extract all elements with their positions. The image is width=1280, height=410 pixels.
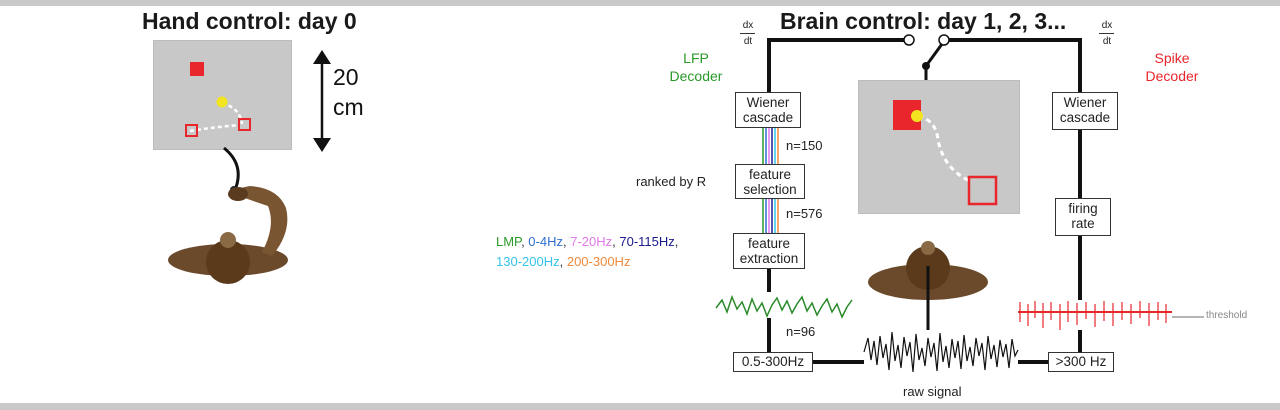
lfp-feature-lines-lower bbox=[762, 198, 779, 234]
feature-extraction-box: feature extraction bbox=[733, 233, 805, 269]
dxdt-right-den: dt bbox=[1102, 36, 1112, 47]
scale-unit: cm bbox=[333, 94, 364, 120]
raw-signal-trace bbox=[863, 331, 1019, 373]
dxdt-right-num: dx bbox=[1101, 20, 1113, 31]
spike-decoder-label-line1: Spike bbox=[1154, 50, 1190, 66]
spike-filter-box: >300 Hz bbox=[1048, 352, 1114, 372]
hand-end-square bbox=[238, 118, 251, 131]
band-7-20hz: 7-20Hz bbox=[570, 234, 613, 249]
spike-wiener-line2: cascade bbox=[1059, 110, 1111, 125]
feature-extraction-line1: feature bbox=[747, 236, 791, 251]
dxdt-right-bar bbox=[1099, 33, 1114, 34]
lfp-decoder-label-line2: Decoder bbox=[669, 68, 723, 84]
scale-value: 20 bbox=[333, 64, 359, 90]
threshold-label: threshold bbox=[1206, 310, 1248, 321]
feature-selection-line2: selection bbox=[743, 182, 797, 197]
feature-selection-line1: feature bbox=[748, 167, 792, 182]
firing-rate-box: firing rate bbox=[1055, 198, 1111, 236]
count-n96: n=96 bbox=[786, 324, 816, 339]
hand-task-screen bbox=[153, 40, 292, 150]
top-border bbox=[0, 0, 1280, 6]
dxdt-left-den: dt bbox=[743, 36, 753, 47]
count-n576: n=576 bbox=[786, 206, 823, 221]
scale-arrow-top bbox=[313, 50, 331, 64]
lfp-feature-lines-upper bbox=[762, 128, 779, 165]
switch-lever bbox=[924, 43, 944, 67]
frequency-bands-line1: LMP, 0-4Hz, 7-20Hz, 70-115Hz, bbox=[496, 234, 679, 249]
lfp-wiener-cascade-box: Wiener cascade bbox=[735, 92, 801, 128]
hand-target-square bbox=[190, 62, 204, 76]
count-n150: n=150 bbox=[786, 138, 823, 153]
spike-decoder-label-line2: Decoder bbox=[1145, 68, 1199, 84]
dxdt-left-bar bbox=[740, 33, 755, 34]
firing-rate-line2: rate bbox=[1071, 216, 1095, 231]
monkey-hand-head bbox=[206, 240, 250, 284]
band-0-4hz: 0-4Hz bbox=[528, 234, 563, 249]
lfp-decoder-label-line1: LFP bbox=[683, 50, 709, 66]
hand-cursor-dot bbox=[216, 96, 228, 108]
hand-start-square bbox=[185, 124, 198, 137]
brain-end-square bbox=[967, 175, 998, 206]
raw-signal-label: raw signal bbox=[903, 384, 962, 399]
lfp-wiener-line2: cascade bbox=[742, 110, 794, 125]
ranked-by-r-label: ranked by R bbox=[636, 174, 707, 189]
monkey-brain-snout bbox=[921, 241, 935, 255]
spike-wiener-cascade-box: Wiener cascade bbox=[1052, 92, 1118, 130]
monkey-hand-paw bbox=[228, 187, 248, 201]
feature-selection-box: feature selection bbox=[735, 164, 805, 199]
manipulandum-cable bbox=[223, 146, 240, 191]
hand-control-title: Hand control: day 0 bbox=[142, 8, 357, 34]
bottom-border bbox=[0, 403, 1280, 410]
firing-rate-line1: firing bbox=[1068, 201, 1098, 216]
monkey-hand-snout bbox=[220, 232, 236, 248]
band-lmp: LMP bbox=[496, 234, 522, 249]
dxdt-left-num: dx bbox=[742, 20, 754, 31]
switch-terminal-left bbox=[903, 34, 915, 46]
feature-extraction-line2: extraction bbox=[739, 251, 799, 266]
band-200-300hz: 200-300Hz bbox=[566, 254, 631, 269]
brain-cursor-dot bbox=[911, 110, 923, 122]
switch-terminal-right bbox=[938, 34, 950, 46]
frequency-bands-line2: 130-200Hz, 200-300Hz bbox=[496, 254, 631, 269]
lfp-filter-box: 0.5-300Hz bbox=[733, 352, 813, 372]
brain-control-title: Brain control: day 1, 2, 3... bbox=[780, 8, 1067, 34]
scale-arrow-bottom bbox=[313, 138, 331, 152]
lfp-trace bbox=[715, 294, 853, 319]
lfp-wiener-line1: Wiener bbox=[746, 95, 790, 110]
band-70-115hz: 70-115Hz bbox=[619, 234, 675, 249]
monkey-hand-arm bbox=[234, 186, 288, 256]
spike-trace bbox=[1018, 301, 1172, 330]
band-130-200hz: 130-200Hz bbox=[496, 254, 560, 269]
brain-cursor-path bbox=[917, 114, 973, 184]
spike-wiener-line1: Wiener bbox=[1063, 95, 1107, 110]
